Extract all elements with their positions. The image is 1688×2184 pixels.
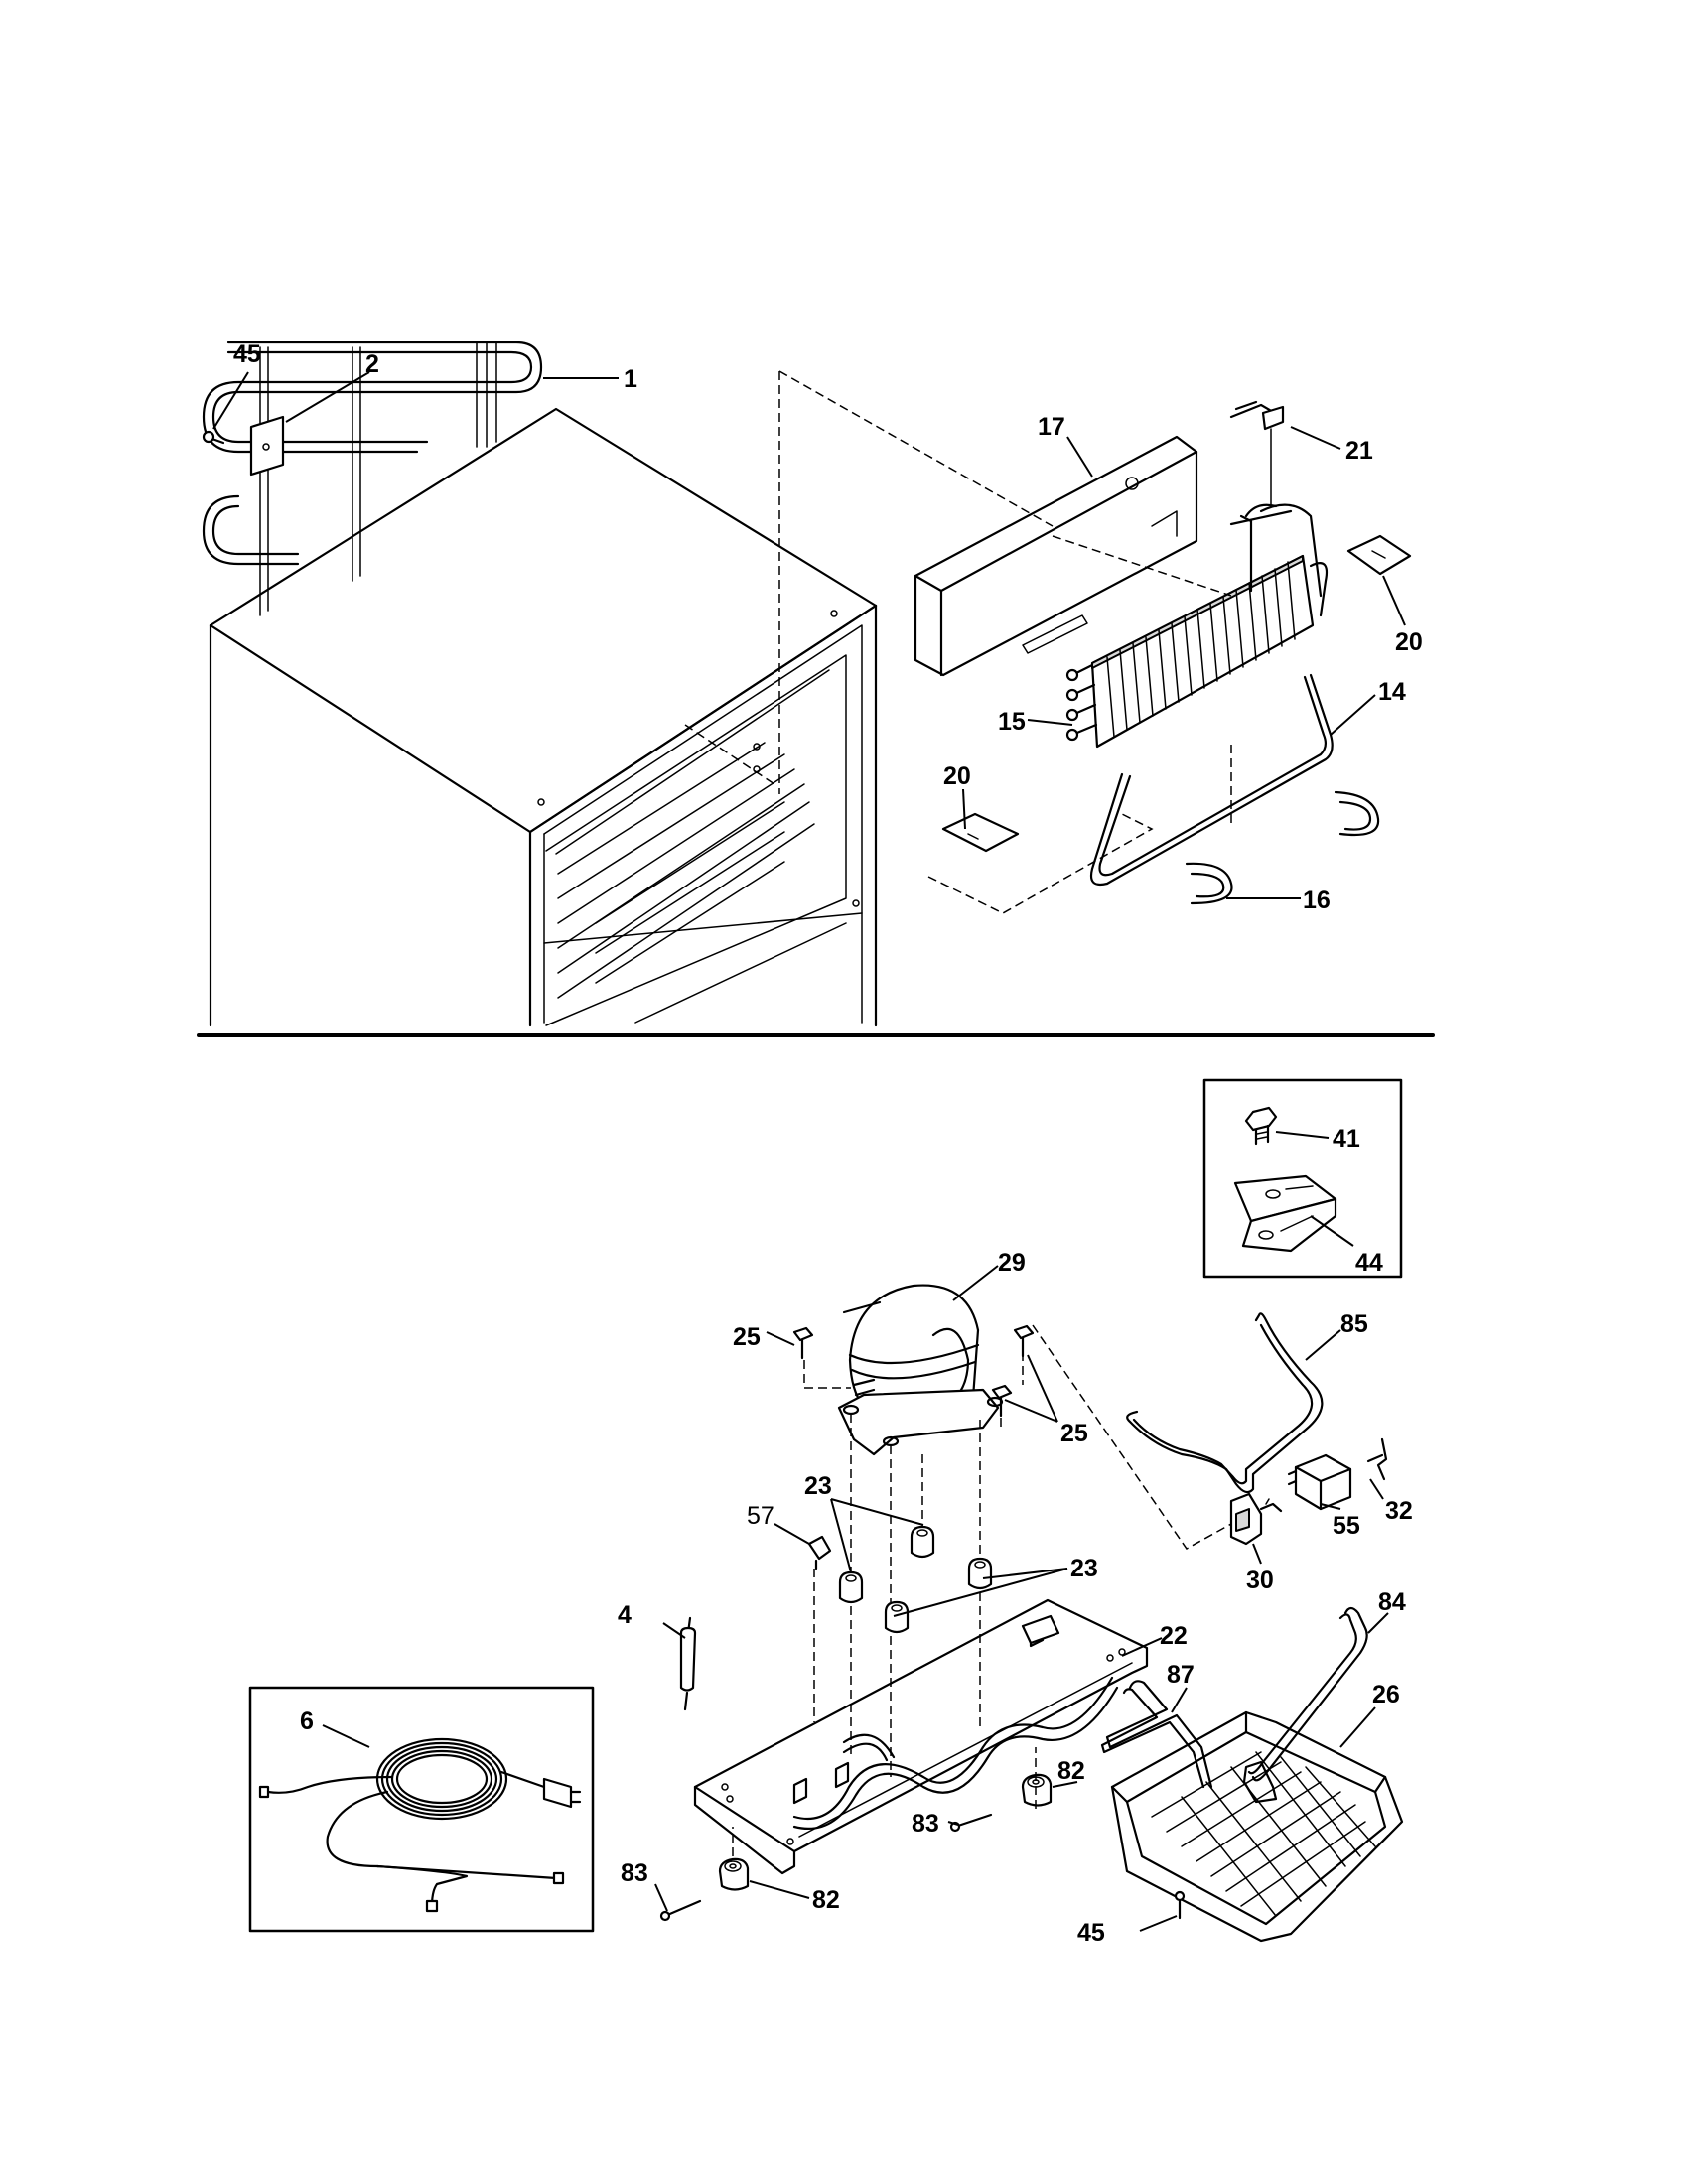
bottom-assembly-guides: [732, 1324, 1232, 1896]
callout-23-right: 23: [1070, 1555, 1098, 1582]
callout-4: 4: [618, 1601, 632, 1629]
callout-82-left: 82: [812, 1886, 840, 1914]
callout-16: 16: [1303, 887, 1331, 914]
overload-protector: [1229, 1492, 1283, 1546]
callout-83-left: 83: [621, 1859, 648, 1887]
callout-23-top: 23: [804, 1472, 832, 1500]
callout-20-right: 20: [1395, 628, 1423, 656]
callout-15: 15: [998, 708, 1026, 736]
callout-25-left: 25: [733, 1323, 761, 1351]
callout-55: 55: [1333, 1512, 1360, 1540]
defrost-heater: [1089, 673, 1334, 887]
callout-84: 84: [1378, 1588, 1406, 1616]
refrigerator-cabinet: [209, 407, 878, 1027]
callout-44: 44: [1355, 1249, 1383, 1277]
compressor-base-plate: [693, 1598, 1149, 1875]
callout-87: 87: [1167, 1661, 1195, 1689]
defrost-thermostat: [1229, 400, 1285, 507]
screw-45-bottom: [1174, 1890, 1186, 1920]
callout-2: 2: [365, 350, 379, 378]
mounting-bracket-inset: [1202, 1078, 1403, 1279]
callout-45-bottom: 45: [1077, 1919, 1105, 1947]
callout-17: 17: [1038, 413, 1065, 441]
insulation-pad-left: [927, 812, 1154, 914]
callout-83-right: 83: [912, 1810, 939, 1838]
callout-26: 26: [1372, 1681, 1400, 1708]
base-feet: [718, 1773, 1053, 1891]
callout-22: 22: [1160, 1622, 1188, 1650]
base-screws: [659, 1813, 993, 1922]
top-assembly-guides: [684, 370, 1232, 824]
callout-6: 6: [300, 1707, 314, 1735]
filter-drier: [679, 1616, 697, 1711]
callout-25-right: 25: [1060, 1420, 1088, 1447]
callout-29: 29: [998, 1249, 1026, 1277]
heater-clips: [1185, 790, 1380, 905]
callout-85: 85: [1340, 1310, 1368, 1338]
callout-labels: 45 2 1 17 21 20 14 15 20 16 41 44 29 25 …: [233, 341, 1423, 1947]
evaporator-cover: [914, 435, 1198, 677]
tube-85: [1126, 1312, 1324, 1494]
callout-20-left: 20: [943, 762, 971, 790]
callout-41: 41: [1333, 1125, 1360, 1153]
start-relay: [1287, 1453, 1352, 1511]
compressor: [837, 1284, 1004, 1456]
screw-45-top: [202, 430, 225, 445]
drain-pan: [1110, 1710, 1404, 1943]
callout-30: 30: [1246, 1567, 1274, 1594]
compressor-grommets: [838, 1525, 993, 1634]
callout-45-top: 45: [233, 341, 261, 368]
callout-32: 32: [1385, 1497, 1413, 1525]
insulation-pad-right: [1346, 534, 1412, 576]
condenser-bracket: [249, 415, 285, 477]
tubing-clip: [807, 1535, 832, 1570]
callout-1: 1: [624, 365, 637, 393]
callout-21: 21: [1345, 437, 1373, 465]
freezer-liner-fins: [557, 742, 815, 999]
power-cord-inset: [248, 1686, 595, 1933]
relay-clip: [1366, 1437, 1388, 1481]
power-cord-coil: [375, 1737, 508, 1821]
callout-14: 14: [1378, 678, 1406, 706]
callout-82-right: 82: [1057, 1757, 1085, 1785]
tube-87: [1100, 1680, 1213, 1789]
evaporator-coil: [1065, 503, 1329, 749]
drain-tube-84: [1242, 1606, 1368, 1804]
callout-57: 57: [747, 1502, 774, 1530]
callout-leaders: [212, 371, 1406, 1932]
